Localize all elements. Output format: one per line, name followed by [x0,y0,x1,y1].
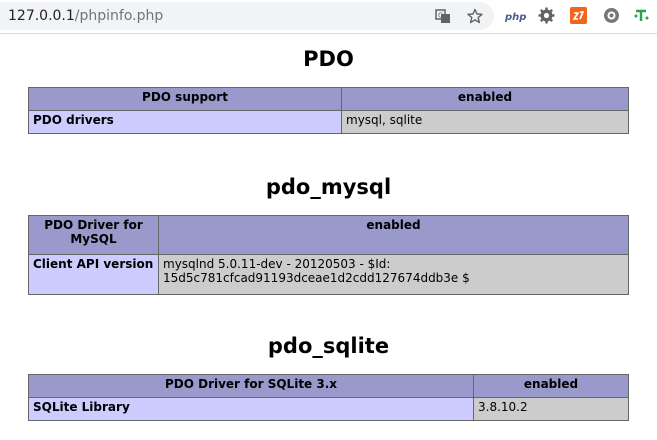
url-text[interactable]: 127.0.0.1/phpinfo.php [8,8,163,24]
row-value: mysqlnd 5.0.11-dev - 20120503 - $Id: 15d… [158,254,629,295]
row-value: mysql, sqlite [341,110,629,134]
url-path: /phpinfo.php [74,8,164,24]
header-cell: PDO Driver for SQLite 3.x [28,374,474,398]
row-key: Client API version [28,254,159,295]
section-title-pdo-sqlite: pdo_sqlite [267,334,390,358]
table-header-row: PDO Driver for MySQL enabled [28,215,629,255]
green-extension-icon[interactable] [633,7,650,24]
table-header-row: PDO support enabled [28,87,629,111]
header-cell: enabled [158,215,629,255]
star-icon[interactable] [467,8,483,24]
header-cell: PDO support [28,87,342,111]
section-title-pdo-mysql: pdo_mysql [265,175,392,199]
section-title-pdo: PDO [303,47,354,71]
translate-icon[interactable]: G [435,8,451,24]
table-header-row: PDO Driver for SQLite 3.x enabled [28,374,629,398]
svg-text:G: G [438,12,443,20]
pdo-sqlite-table: PDO Driver for SQLite 3.x enabled SQLite… [28,374,629,421]
header-cell: PDO Driver for MySQL [28,215,159,255]
row-key: SQLite Library [28,397,474,421]
orange-extension-icon[interactable] [570,7,587,24]
header-cell: enabled [473,374,629,398]
pdo-mysql-table: PDO Driver for MySQL enabled Client API … [28,215,629,295]
address-bar[interactable]: 127.0.0.1/phpinfo.php G [0,2,494,30]
php-extension-icon[interactable]: php [505,7,527,24]
pdo-table: PDO support enabled PDO drivers mysql, s… [28,87,629,134]
php-extension-label: php [505,12,527,23]
header-cell: enabled [341,87,629,111]
row-key: PDO drivers [28,110,342,134]
table-row: PDO drivers mysql, sqlite [28,110,629,134]
settings-extension-icon[interactable] [603,7,620,24]
table-row: SQLite Library 3.8.10.2 [28,397,629,421]
gear-extension-icon[interactable] [538,7,555,24]
url-host: 127.0.0.1 [8,8,75,24]
row-value: 3.8.10.2 [473,397,629,421]
browser-toolbar: 127.0.0.1/phpinfo.php G php [0,0,657,34]
table-row: Client API version mysqlnd 5.0.11-dev - … [28,254,629,295]
